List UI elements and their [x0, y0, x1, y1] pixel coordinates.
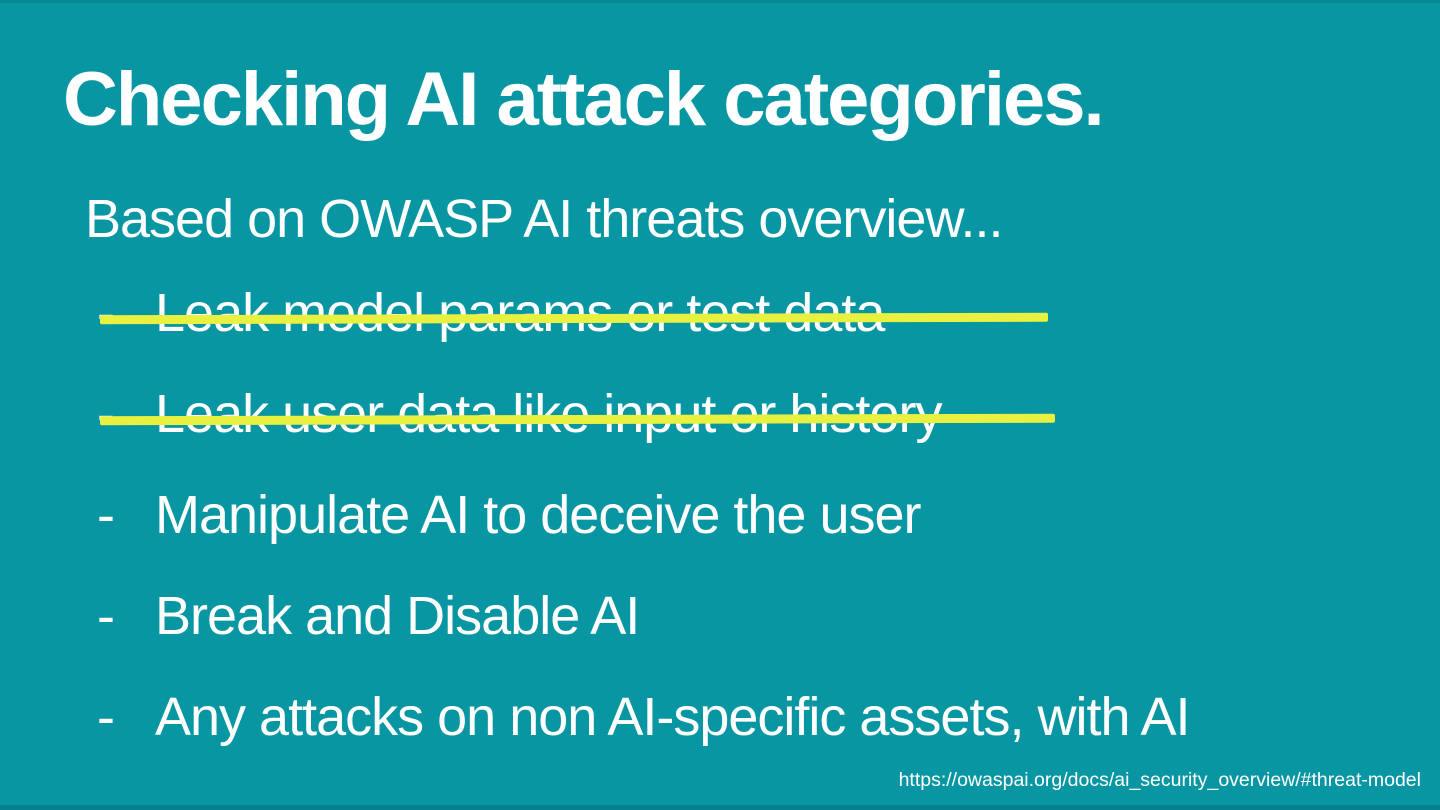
- bullet-dash: -: [97, 586, 115, 646]
- slide-title: Checking AI attack categories.: [63, 57, 1105, 142]
- bullet-dash: -: [97, 283, 115, 343]
- bullet-item: -Any attacks on non AI-specific assets, …: [97, 687, 1191, 747]
- bullet-dash: -: [97, 485, 115, 545]
- bullet-text: Leak user data like input or history: [155, 384, 942, 444]
- bullet-item: -Break and Disable AI: [97, 587, 1190, 645]
- slide-subtitle: Based on OWASP AI threats overview...: [85, 189, 1003, 249]
- footer-url: https://owaspai.org/docs/ai_security_ove…: [898, 769, 1421, 791]
- bullet-item: -Leak user data like input or history: [97, 385, 1190, 443]
- bullet-text: Manipulate AI to deceive the user: [155, 485, 922, 545]
- slide-edge-bottom: [0, 805, 1440, 810]
- bullet-text: Any attacks on non AI-specific assets, w…: [155, 687, 1191, 747]
- bullet-text: Break and Disable AI: [155, 586, 640, 646]
- bullet-item: -Leak model params or test data: [97, 284, 1190, 342]
- slide-edge-top: [0, 0, 1440, 3]
- bullet-item: -Manipulate AI to deceive the user: [97, 486, 1190, 544]
- bullet-dash: -: [97, 687, 115, 747]
- bullet-dash: -: [97, 384, 115, 444]
- bullet-text: Leak model params or test data: [155, 283, 885, 343]
- bullet-list: -Leak model params or test data-Leak use…: [97, 284, 1191, 789]
